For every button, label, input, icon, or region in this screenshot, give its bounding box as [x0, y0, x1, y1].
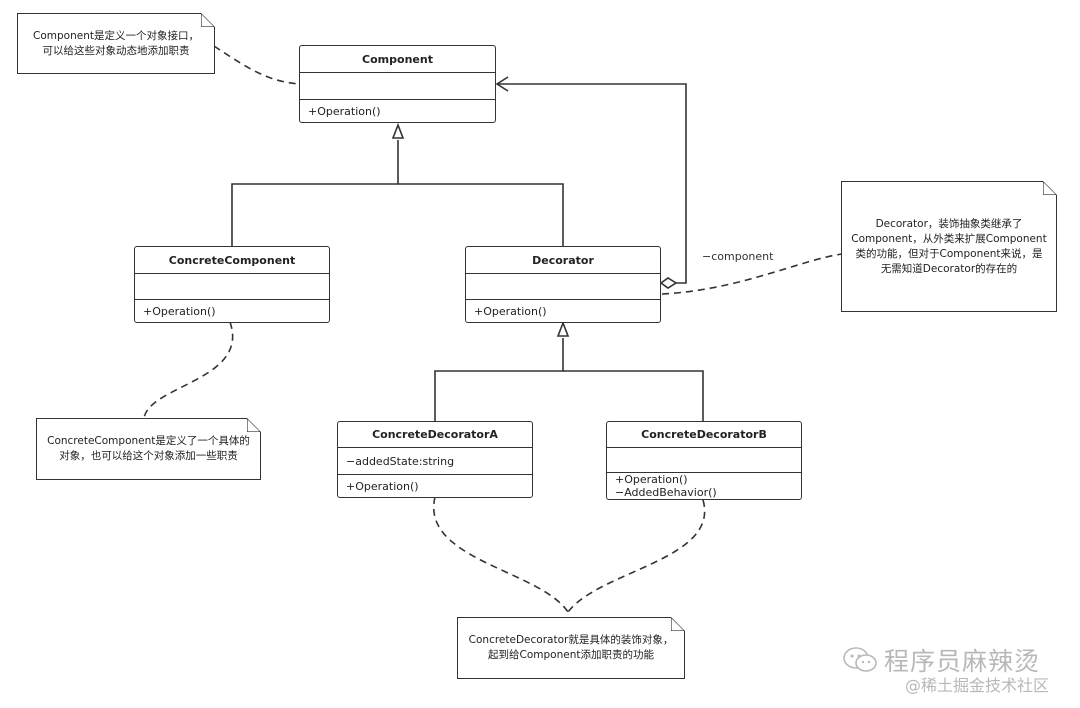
- class-name: ConcreteDecoratorA: [338, 422, 532, 448]
- note-component[interactable]: Component是定义一个对象接口， 可以给这些对象动态地添加职责: [17, 12, 216, 74]
- note-text-line: 无需知道Decorator的存在的: [880, 262, 1018, 275]
- note-fold-icon: [201, 12, 216, 27]
- operation: +Operation(): [346, 479, 419, 493]
- class-component[interactable]: Component +Operation(): [299, 45, 496, 123]
- watermark-subtitle: @稀土掘金技术社区: [905, 676, 1050, 695]
- class-operations: +Operation(): [338, 475, 532, 497]
- note-decorator[interactable]: Decorator，装饰抽象类继承了 Component，从外类来扩展Compo…: [841, 180, 1058, 312]
- class-attributes: [466, 274, 660, 300]
- class-operations: +Operation(): [466, 300, 660, 322]
- operation: +Operation(): [143, 304, 216, 318]
- class-concrete-component[interactable]: ConcreteComponent +Operation(): [134, 246, 330, 323]
- note-text-line: ConcreteComponent是定义了一个具体的: [47, 435, 250, 447]
- note-text-line: 对象，也可以给这个对象添加一些职责: [59, 450, 238, 462]
- generalization-line-decoratorb: [563, 370, 704, 421]
- generalization-line-concretecomponent: [231, 140, 399, 246]
- aggregation-arrowhead: [495, 76, 509, 92]
- note-anchor-component: [213, 45, 301, 85]
- operation: −AddedBehavior(): [615, 486, 717, 499]
- class-operations: +Operation(): [300, 100, 495, 122]
- class-attributes: [607, 448, 801, 473]
- watermark-title: 程序员麻辣烫: [884, 647, 1041, 676]
- note-text-line: Component，从外类来扩展Component: [851, 232, 1047, 245]
- note-anchor-decoratora: [432, 496, 569, 613]
- generalization-line-decoratora: [434, 338, 564, 421]
- class-name: Component: [300, 46, 495, 73]
- class-attributes: −addedState:string: [338, 448, 532, 475]
- generalization-arrowhead-decorator: [556, 320, 570, 337]
- operation: +Operation(): [615, 473, 688, 486]
- note-concrete-component[interactable]: ConcreteComponent是定义了一个具体的 对象，也可以给这个对象添加…: [36, 417, 262, 480]
- note-anchor-concretecomponent: [143, 321, 234, 419]
- class-name: ConcreteComponent: [135, 247, 329, 274]
- class-attributes: [135, 274, 329, 300]
- attribute: −addedState:string: [346, 454, 455, 468]
- association-label: −component: [702, 250, 774, 263]
- note-fold-icon: [671, 616, 686, 631]
- note-anchor-decoratorb: [567, 499, 706, 613]
- class-concrete-decorator-a[interactable]: ConcreteDecoratorA −addedState:string +O…: [337, 421, 533, 498]
- generalization-line-decorator: [398, 183, 564, 246]
- note-fold-icon: [1043, 180, 1058, 195]
- class-decorator[interactable]: Decorator +Operation(): [465, 246, 661, 323]
- class-operations: +Operation(): [135, 300, 329, 322]
- note-text-line: Component是定义一个对象接口，: [33, 29, 199, 42]
- note-text-line: 可以给这些对象动态地添加职责: [42, 44, 190, 57]
- note-concrete-decorator[interactable]: ConcreteDecorator就是具体的装饰对象， 起到给Component…: [457, 616, 686, 679]
- generalization-arrowhead-component: [391, 122, 405, 139]
- note-anchor-decorator: [661, 253, 843, 295]
- note-text-line: Decorator，装饰抽象类继承了: [875, 217, 1023, 230]
- note-text-line: ConcreteDecorator就是具体的装饰对象，: [468, 634, 674, 646]
- wechat-logo-icon: [843, 647, 877, 672]
- aggregation-diamond: [659, 277, 678, 289]
- note-text-line: 类的功能，但对于Component来说，是: [855, 247, 1043, 260]
- note-fold-icon: [247, 417, 262, 432]
- class-concrete-decorator-b[interactable]: ConcreteDecoratorB +Operation() −AddedBe…: [606, 421, 802, 500]
- class-attributes: [300, 73, 495, 100]
- operation: +Operation(): [308, 104, 381, 118]
- operation: +Operation(): [474, 304, 547, 318]
- class-operations: +Operation() −AddedBehavior(): [607, 473, 801, 499]
- aggregation-line: [497, 83, 687, 284]
- class-name: Decorator: [466, 247, 660, 274]
- note-text-line: 起到给Component添加职责的功能: [488, 649, 654, 661]
- class-name: ConcreteDecoratorB: [607, 422, 801, 448]
